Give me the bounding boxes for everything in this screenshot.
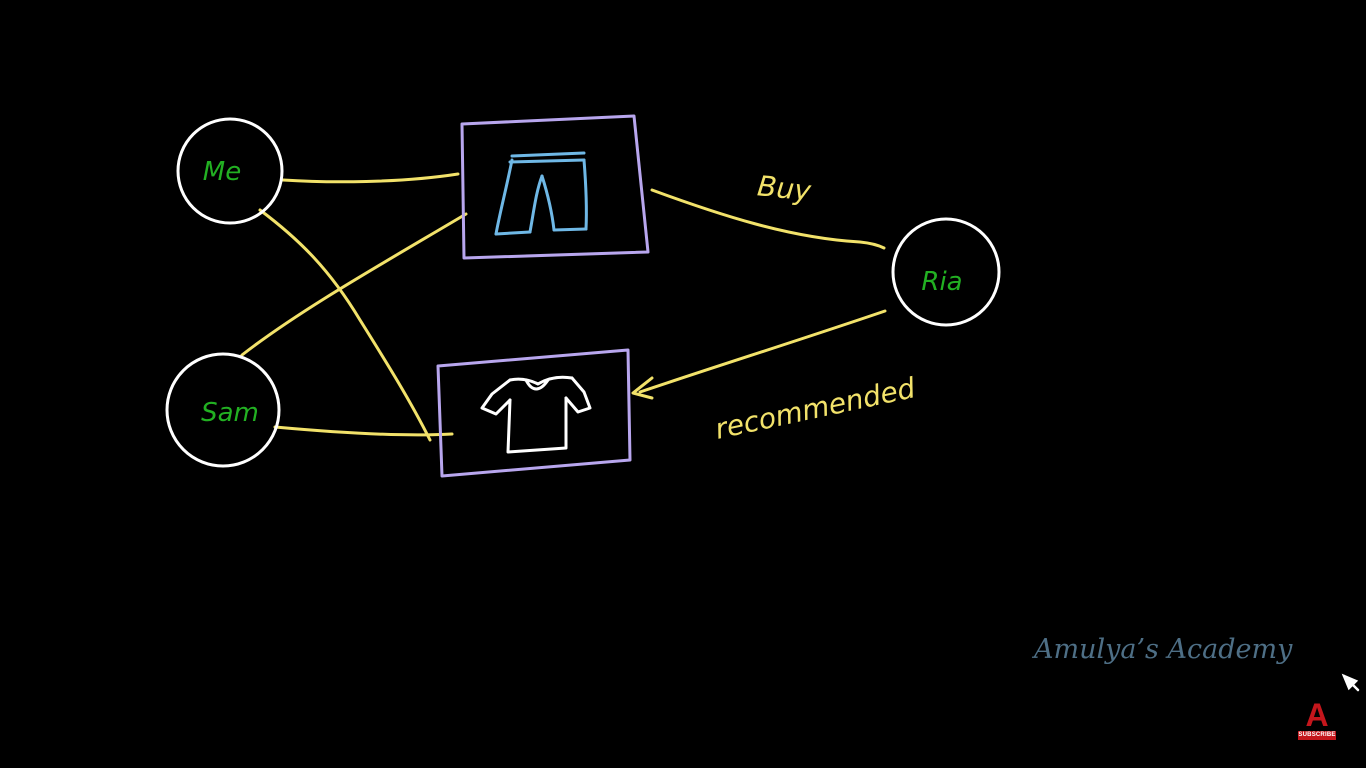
shirt-icon xyxy=(480,375,592,454)
pen-cursor-icon xyxy=(1341,673,1360,692)
pants-item-box xyxy=(460,114,650,260)
node-ria-label: Ria xyxy=(921,267,962,297)
node-sam-label: Sam xyxy=(201,398,259,428)
node-sam-circle xyxy=(165,352,281,468)
shirt-item-box xyxy=(436,348,632,478)
node-me-circle xyxy=(176,117,284,225)
edge-pants-ria-buy xyxy=(650,188,886,250)
subscribe-label: SUBSCRIBE xyxy=(1298,731,1336,740)
edge-sam-shirt xyxy=(273,425,454,437)
channel-watermark: Amulya’s Academy xyxy=(1034,634,1293,665)
edge-me-shirt xyxy=(258,208,432,442)
subscribe-logo[interactable]: A SUBSCRIBE xyxy=(1298,697,1336,742)
edge-me-pants xyxy=(281,172,460,184)
pants-icon xyxy=(494,151,588,236)
edge-ria-shirt-recommended xyxy=(638,309,887,394)
logo-letter: A xyxy=(1305,697,1329,733)
edge-sam-pants xyxy=(240,212,468,357)
edge-label-recommended: recommended xyxy=(712,371,918,446)
node-ria-circle xyxy=(891,217,1001,327)
arrow-head-icon xyxy=(631,376,654,400)
node-me-label: Me xyxy=(203,157,241,187)
edge-label-buy: Buy xyxy=(756,169,813,207)
